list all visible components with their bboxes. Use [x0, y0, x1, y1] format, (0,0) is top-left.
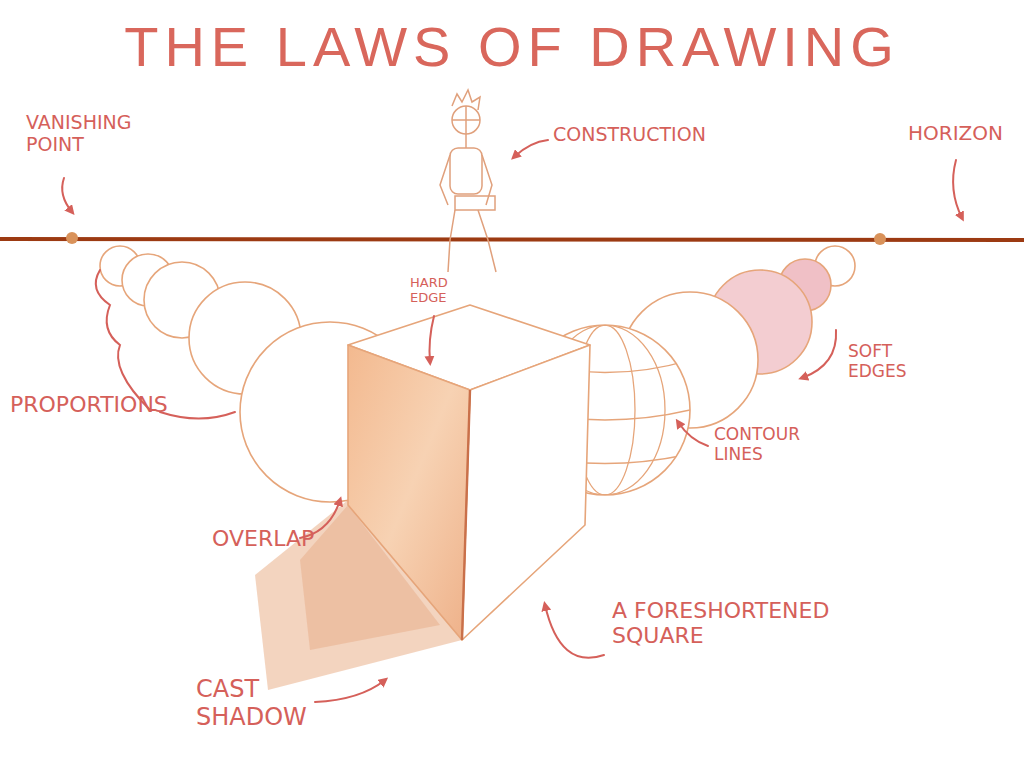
- torso: [450, 148, 482, 194]
- annotation-label: CONSTRUCTION: [553, 124, 706, 146]
- guide: [452, 119, 480, 121]
- leader-line: [953, 160, 962, 218]
- cube-right-face: [462, 345, 590, 640]
- bracket: [96, 270, 155, 410]
- annotation-label: OVERLAP: [212, 526, 314, 551]
- leader-line: [160, 412, 235, 419]
- leg: [478, 210, 496, 272]
- box-object: [455, 196, 495, 210]
- cube-left-face: [348, 345, 470, 640]
- neck: [465, 134, 467, 148]
- annotation-label: CAST SHADOW: [196, 676, 316, 731]
- leg: [448, 210, 455, 272]
- leader-line: [430, 316, 435, 362]
- leader-lines: [62, 140, 962, 702]
- vanishing-point: [874, 233, 886, 245]
- leader-line: [315, 680, 385, 702]
- leader-line: [802, 330, 836, 378]
- leader-line: [62, 178, 72, 212]
- annotation-label: PROPORTIONS: [10, 392, 168, 417]
- horizon-line: [0, 239, 1024, 240]
- hard-edge: [462, 390, 470, 640]
- title: THE LAWS OF DRAWING: [124, 14, 900, 79]
- annotation-label: VANISHING POINT: [26, 112, 156, 156]
- vanishing-point: [66, 232, 78, 244]
- annotation-label: HARD EDGE: [410, 276, 460, 306]
- construction-figure: [440, 90, 496, 272]
- leader-line: [545, 605, 604, 658]
- head: [452, 106, 480, 134]
- annotation-label: A FORESHORTENED SQUARE: [612, 598, 862, 649]
- arm: [482, 155, 492, 205]
- annotation-label: CONTOUR LINES: [714, 425, 824, 464]
- leader-line: [678, 422, 708, 446]
- cube: [348, 305, 590, 640]
- annotation-label: HORIZON: [908, 122, 1003, 145]
- annotation-label: SOFT EDGES: [848, 342, 928, 381]
- leader-line: [514, 140, 548, 157]
- arm: [440, 155, 450, 205]
